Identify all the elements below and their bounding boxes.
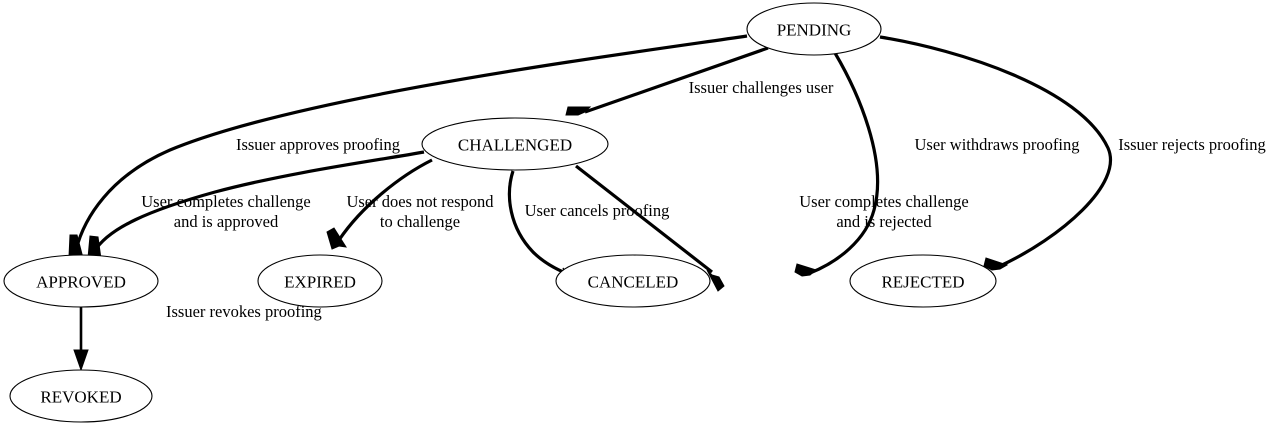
edge-pending-rejected-arrowhead [983,257,1009,271]
edge-pending-challenged-path [584,46,769,114]
edge-challenged-approved-path [92,150,425,253]
edge-challenged-approved-label-line2: and is approved [174,212,279,231]
edge-pending-challenged-arrowhead [565,106,592,116]
node-challenged-label: CHALLENGED [458,136,572,155]
node-canceled-label: CANCELED [588,273,679,292]
edge-challenged-expired[interactable]: User does not respond to challenge [326,158,494,250]
edge-pending-canceled-label: User withdraws proofing [915,135,1080,154]
node-canceled[interactable]: CANCELED [555,254,711,308]
edge-challenged-rejected-label-line2: and is rejected [836,212,932,231]
edge-pending-canceled-arrowhead [794,263,818,277]
node-pending-ellipse [746,2,882,56]
node-rejected-label: REJECTED [881,273,964,292]
node-revoked[interactable]: REVOKED [9,369,153,423]
edge-approved-revoked[interactable]: Issuer revokes proofing [73,302,322,372]
node-revoked-ellipse [9,369,153,423]
edge-pending-challenged[interactable]: Issuer challenges user [565,46,834,116]
edge-pending-rejected[interactable]: Issuer rejects proofing [879,35,1266,271]
node-expired[interactable]: EXPIRED [257,254,383,308]
edge-pending-approved-label: Issuer approves proofing [236,135,400,154]
edge-pending-rejected-path [879,35,1112,268]
edge-challenged-rejected-path [575,164,713,274]
edge-pending-canceled[interactable]: User withdraws proofing [794,52,1080,277]
edge-pending-approved-path [74,34,748,251]
node-pending[interactable]: PENDING [746,2,882,56]
node-canceled-ellipse [555,254,711,308]
edge-challenged-rejected[interactable]: User completes challenge and is rejected [575,164,969,292]
node-rejected-ellipse [849,254,997,308]
edge-pending-rejected-label: Issuer rejects proofing [1118,135,1266,154]
edge-pending-canceled-path [809,52,880,275]
node-pending-label: PENDING [777,21,852,40]
edge-pending-challenged-label: Issuer challenges user [689,78,834,97]
edge-challenged-rejected-arrowhead [706,269,725,292]
edge-approved-revoked-arrowhead [73,349,89,372]
edge-challenged-expired-arrowhead [326,227,348,250]
node-revoked-label: REVOKED [40,388,121,407]
edge-challenged-approved[interactable]: User completes challenge and is approved [87,150,425,260]
node-approved-ellipse [3,254,159,308]
node-expired-ellipse [257,254,383,308]
node-challenged[interactable]: CHALLENGED [421,117,609,171]
edge-pending-approved[interactable]: Issuer approves proofing [68,34,748,259]
edge-challenged-expired-label-line2: to challenge [380,212,460,231]
edge-challenged-approved-label-line1: User completes challenge [141,192,311,211]
edge-challenged-expired-path [337,158,433,241]
node-rejected[interactable]: REJECTED [849,254,997,308]
edge-challenged-canceled-path [507,170,569,276]
edge-challenged-rejected-label-line1: User completes challenge [799,192,969,211]
edge-challenged-expired-label-line1: User does not respond [346,192,494,211]
node-expired-label: EXPIRED [284,273,356,292]
node-approved-label: APPROVED [36,273,126,292]
edge-approved-revoked-label: Issuer revokes proofing [166,302,322,321]
node-challenged-ellipse [421,117,609,171]
node-approved[interactable]: APPROVED [3,254,159,308]
edge-challenged-canceled-label: User cancels proofing [525,201,670,220]
